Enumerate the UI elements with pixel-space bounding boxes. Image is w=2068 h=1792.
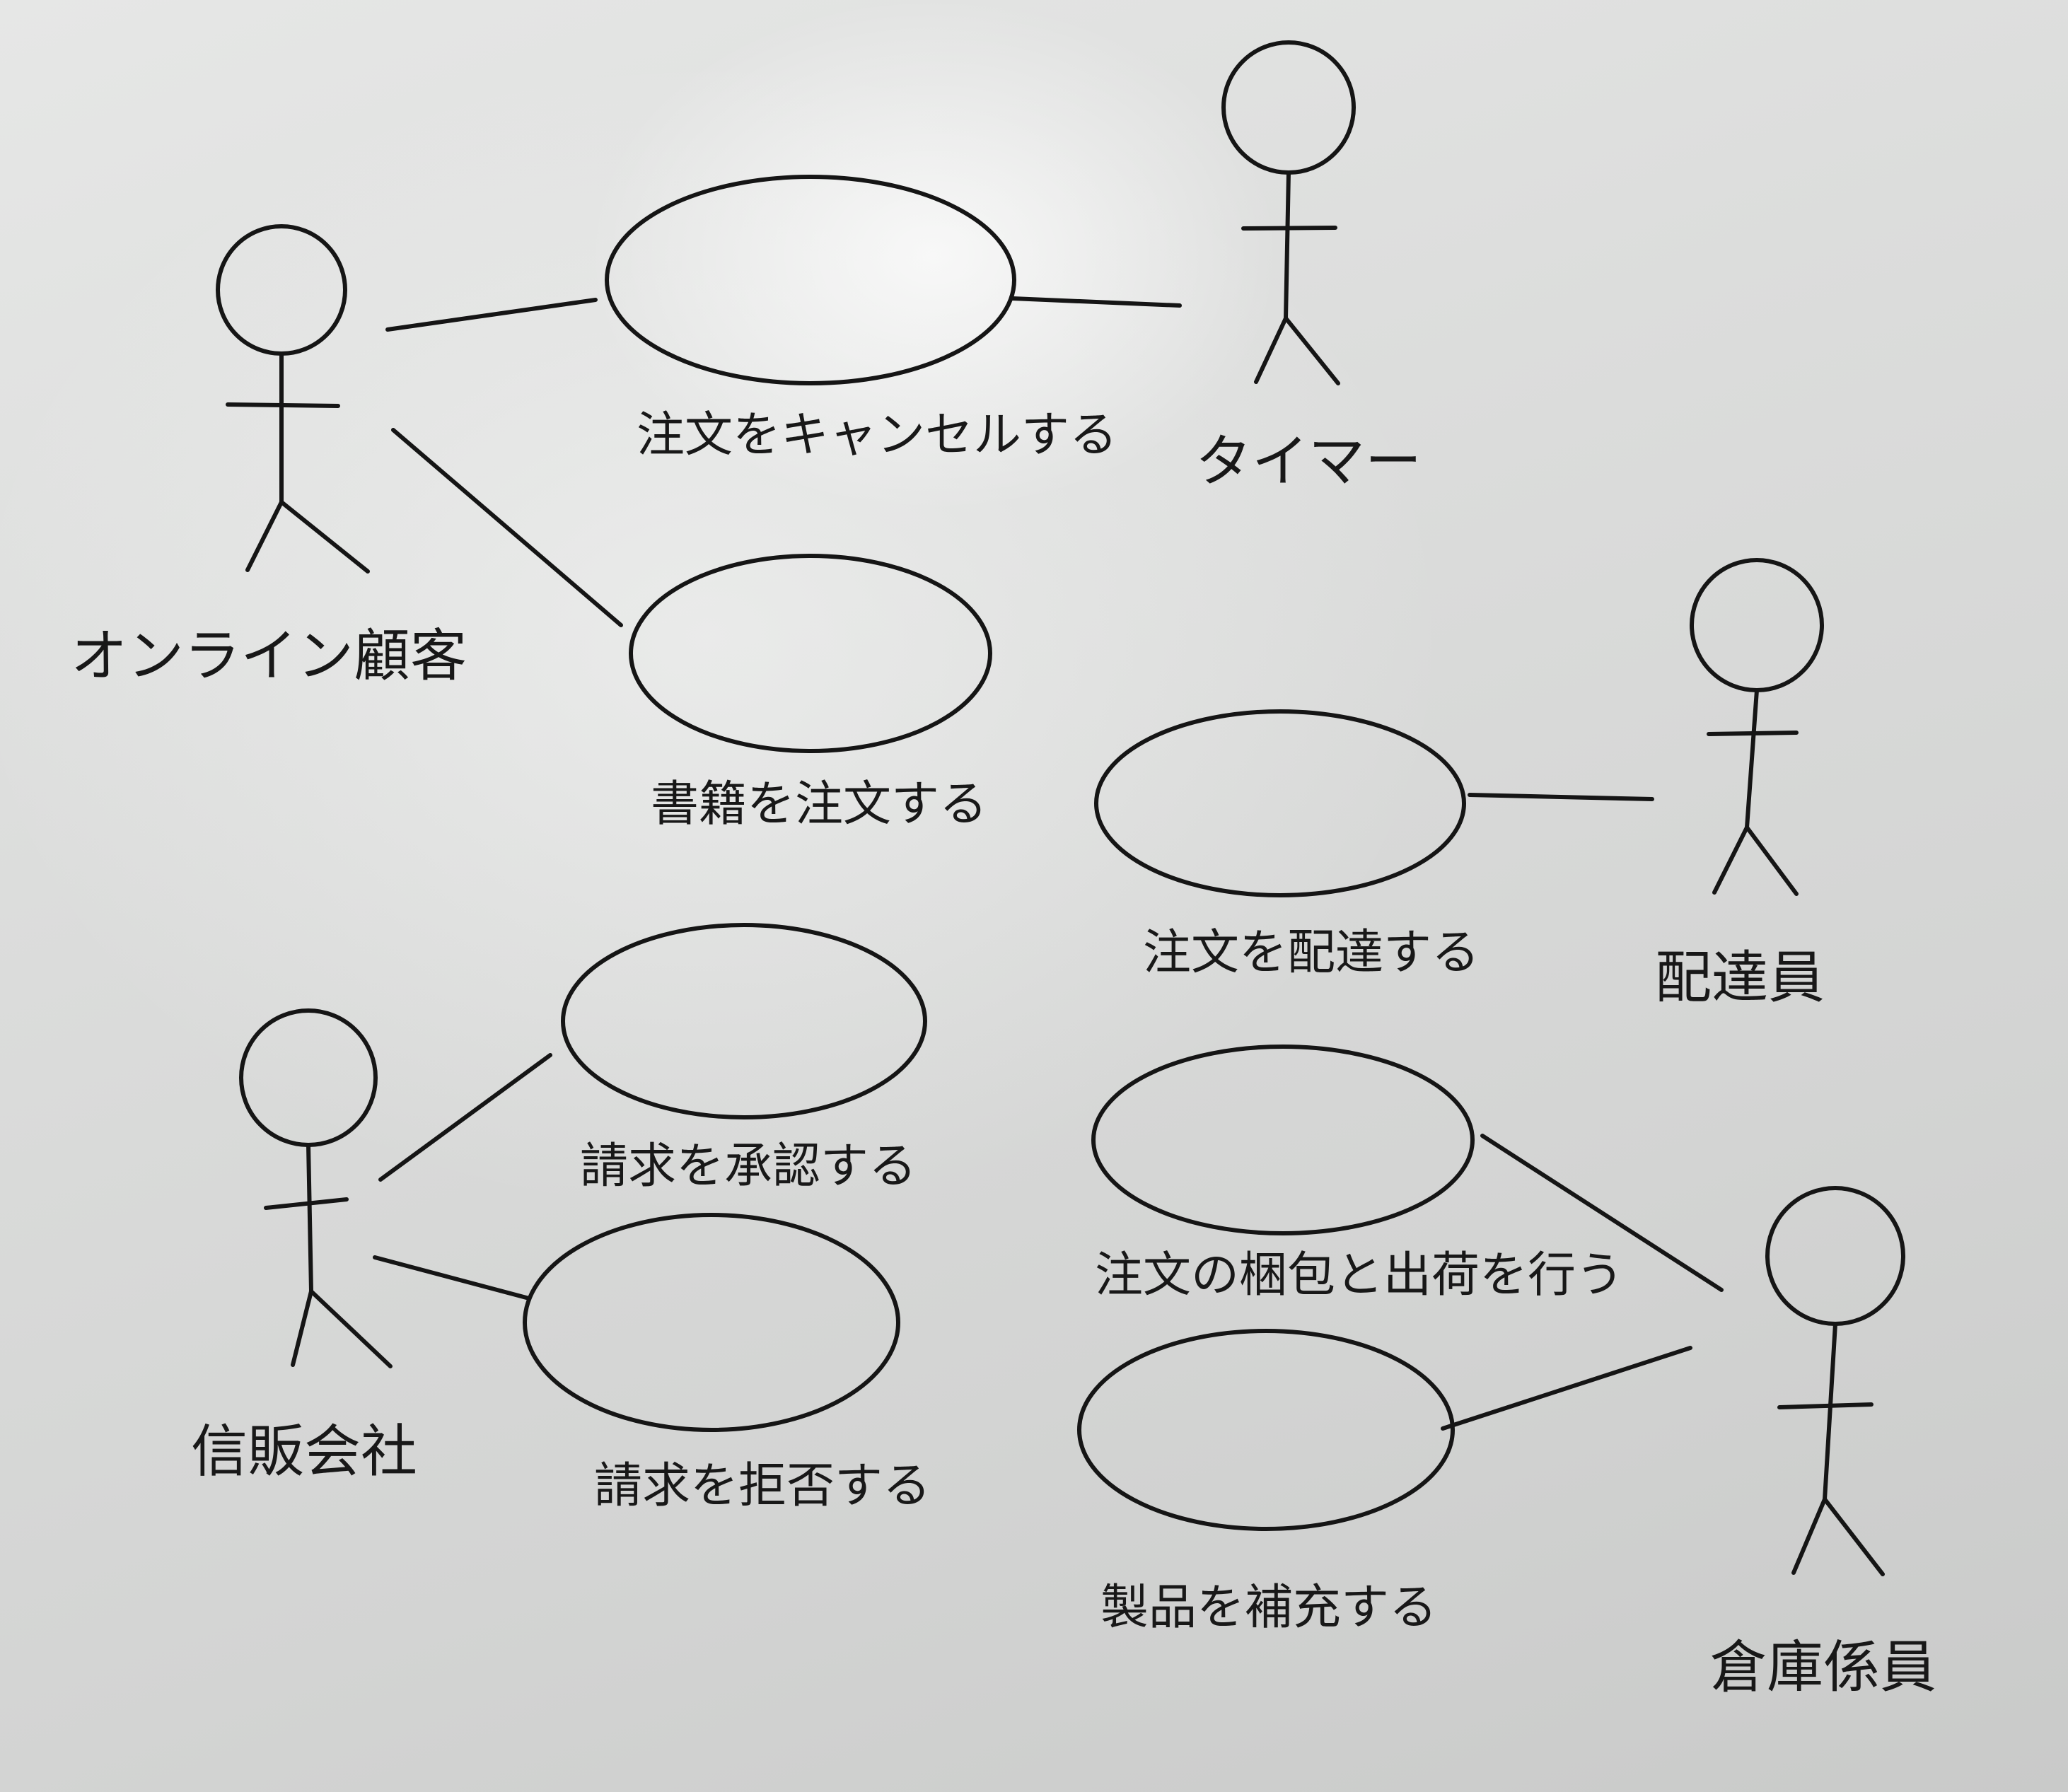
association-customer-order — [391, 428, 623, 627]
use-case-oval-cancel-order — [605, 175, 1016, 385]
actor-arms — [1777, 1402, 1874, 1409]
actor-head — [239, 1008, 378, 1147]
association-customer-cancel — [385, 298, 598, 332]
actor-left-leg — [1254, 316, 1288, 384]
association-delivery — [1468, 793, 1654, 801]
actor-label-credit-company: 信販会社 — [191, 1419, 417, 1484]
use-case-label-approve-charge: 請求を承認する — [580, 1139, 917, 1194]
association-credit-approve — [378, 1053, 552, 1182]
actor-right-leg — [1284, 316, 1340, 385]
actor-body — [1745, 688, 1759, 830]
association-warehouse-restock — [1441, 1346, 1692, 1431]
use-case-oval-deliver-order — [1094, 709, 1466, 897]
association-warehouse-pack — [1480, 1134, 1724, 1292]
use-case-oval-reject-charge — [523, 1213, 900, 1432]
use-case-label-order-books: 書籍を注文する — [651, 776, 987, 832]
use-case-oval-restock — [1077, 1329, 1455, 1531]
actor-arms — [264, 1197, 349, 1210]
actor-warehouse-staff — [1765, 1186, 1905, 1576]
actor-arms — [226, 402, 340, 408]
actor-left-leg — [1712, 825, 1749, 895]
actor-head — [1221, 40, 1356, 175]
use-case-label-restock: 製品を補充する — [1100, 1580, 1437, 1636]
association-credit-reject — [373, 1255, 531, 1301]
actor-body — [306, 1143, 313, 1293]
actor-left-leg — [291, 1289, 313, 1367]
use-case-oval-order-books — [629, 554, 992, 753]
actor-body — [1284, 170, 1291, 320]
use-case-label-reject-charge: 請求を拒否する — [594, 1458, 931, 1514]
actor-right-leg — [1823, 1497, 1885, 1576]
actor-arms — [1707, 731, 1799, 736]
actor-online-customer — [216, 224, 370, 574]
use-case-label-cancel-order: 注文をキャンセルする — [637, 407, 1117, 463]
actor-right-leg — [1745, 825, 1799, 896]
actor-head — [216, 224, 347, 356]
actor-label-delivery-person: 配達員 — [1655, 945, 1825, 1011]
use-case-oval-approve-charge — [561, 923, 927, 1119]
actor-left-leg — [245, 500, 284, 572]
actor-left-leg — [1791, 1497, 1827, 1575]
actor-timer — [1221, 40, 1356, 385]
actor-head — [1690, 558, 1824, 692]
actor-delivery-person — [1690, 558, 1824, 896]
use-case-label-deliver-order: 注文を配達する — [1143, 925, 1480, 981]
actor-right-leg — [309, 1289, 393, 1368]
use-case-oval-pack-ship — [1091, 1045, 1475, 1235]
actor-label-online-customer: オンライン顧客 — [71, 623, 467, 689]
actor-right-leg — [279, 500, 370, 574]
actor-label-timer: タイマー — [1195, 429, 1422, 494]
use-case-label-pack-ship: 注文の梱包と出荷を行う — [1095, 1247, 1624, 1303]
association-timer-cancel — [1011, 296, 1182, 308]
actor-body — [1823, 1322, 1837, 1501]
actor-head — [1765, 1186, 1905, 1326]
actor-label-warehouse-staff: 倉庫係員 — [1710, 1634, 1936, 1700]
actor-credit-company — [239, 1008, 393, 1368]
